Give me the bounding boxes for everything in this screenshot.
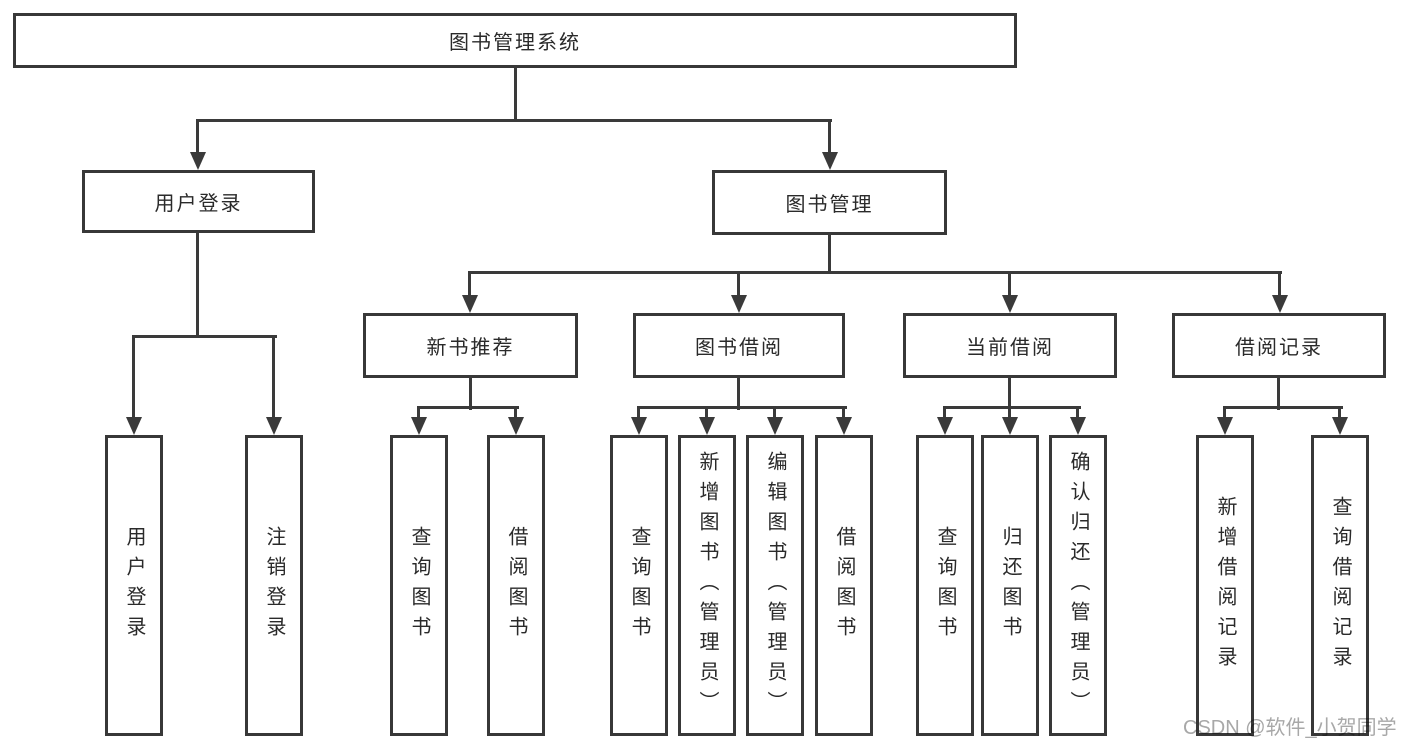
node-label: 图书借阅	[695, 337, 783, 359]
arrowhead-down-icon	[767, 417, 783, 435]
leaf-borrow-books: 借阅图书	[815, 435, 873, 736]
leaf-query-books: 查询图书	[390, 435, 448, 736]
arrowhead-down-icon	[631, 417, 647, 435]
leaf-query-borrow-record: 查询借阅记录	[1311, 435, 1369, 736]
node-label: 当前借阅	[966, 337, 1054, 359]
connector-line	[1223, 406, 1226, 421]
node-label: 图书管理	[785, 194, 874, 216]
arrowhead-down-icon	[1070, 417, 1086, 435]
leaf-edit-books-admin: 编辑图书（管理员）	[746, 435, 804, 736]
connector-line	[272, 335, 275, 421]
node-label: 新增图书（管理员）	[696, 450, 718, 721]
arrowhead-down-icon	[937, 417, 953, 435]
arrowhead-down-icon	[822, 152, 838, 170]
arrowhead-down-icon	[836, 417, 852, 435]
node-book-borrowing: 图书借阅	[633, 313, 845, 378]
node-new-book-recommendation: 新书推荐	[363, 313, 578, 378]
node-label: 查询图书	[408, 525, 430, 646]
connector-line	[1076, 406, 1079, 421]
node-label: 查询借阅记录	[1329, 495, 1351, 676]
leaf-borrow-books: 借阅图书	[487, 435, 545, 736]
connector-line	[943, 406, 946, 421]
connector-line	[514, 66, 517, 122]
connector-line	[196, 119, 832, 122]
node-label: 新书推荐	[426, 337, 515, 359]
connector-line	[637, 406, 847, 409]
arrowhead-down-icon	[462, 295, 478, 313]
arrowhead-down-icon	[699, 417, 715, 435]
connector-line	[132, 335, 277, 338]
connector-line	[417, 406, 519, 409]
connector-line	[132, 335, 135, 421]
node-label: 图书管理系统	[449, 32, 581, 54]
arrowhead-down-icon	[411, 417, 427, 435]
csdn-watermark: CSDN @软件_小贺同学	[1183, 717, 1397, 739]
connector-line	[842, 406, 845, 421]
connector-line	[1008, 271, 1011, 299]
node-label: 归还图书	[999, 525, 1021, 646]
leaf-user-login: 用户登录	[105, 435, 163, 736]
connector-line	[737, 271, 740, 299]
connector-line	[705, 406, 708, 421]
connector-line	[469, 377, 472, 410]
arrowhead-down-icon	[126, 417, 142, 435]
connector-line	[637, 406, 640, 421]
arrowhead-down-icon	[1332, 417, 1348, 435]
arrowhead-down-icon	[1002, 295, 1018, 313]
leaf-add-books-admin: 新增图书（管理员）	[678, 435, 736, 736]
node-borrowing-records: 借阅记录	[1172, 313, 1386, 378]
node-current-borrowing: 当前借阅	[903, 313, 1117, 378]
connector-line	[468, 271, 471, 299]
node-label: 编辑图书（管理员）	[764, 450, 786, 721]
leaf-query-books: 查询图书	[916, 435, 974, 736]
arrowhead-down-icon	[1002, 417, 1018, 435]
node-user-login: 用户登录	[82, 170, 315, 233]
node-label: 查询图书	[934, 525, 956, 646]
arrowhead-down-icon	[1217, 417, 1233, 435]
node-label: 借阅图书	[833, 525, 855, 646]
connector-line	[1278, 271, 1281, 299]
connector-line	[1008, 377, 1011, 410]
arrowhead-down-icon	[1272, 295, 1288, 313]
node-label: 用户登录	[154, 193, 243, 215]
arrowhead-down-icon	[731, 295, 747, 313]
connector-line	[773, 406, 776, 421]
node-label: 查询图书	[628, 525, 650, 646]
connector-line	[1008, 406, 1011, 421]
connector-line	[514, 406, 517, 421]
connector-line	[828, 233, 831, 274]
connector-line	[1338, 406, 1341, 421]
connector-line	[196, 119, 199, 155]
connector-line	[828, 119, 831, 155]
arrowhead-down-icon	[508, 417, 524, 435]
leaf-add-borrow-record: 新增借阅记录	[1196, 435, 1254, 736]
leaf-query-books: 查询图书	[610, 435, 668, 736]
node-library-management-system: 图书管理系统	[13, 13, 1017, 68]
connector-line	[196, 232, 199, 338]
node-label: 新增借阅记录	[1214, 495, 1236, 676]
leaf-return-books: 归还图书	[981, 435, 1039, 736]
connector-line	[417, 406, 420, 421]
node-book-management: 图书管理	[712, 170, 947, 235]
arrowhead-down-icon	[190, 152, 206, 170]
node-label: 借阅图书	[505, 525, 527, 646]
node-label: 确认归还（管理员）	[1067, 450, 1089, 721]
leaf-logout: 注销登录	[245, 435, 303, 736]
node-label: 借阅记录	[1235, 337, 1323, 359]
connector-line	[1223, 406, 1343, 409]
connector-line	[737, 377, 740, 410]
connector-line	[468, 271, 1282, 274]
connector-line	[943, 406, 1081, 409]
node-label: 用户登录	[123, 525, 145, 646]
node-label: 注销登录	[263, 525, 285, 646]
connector-line	[1277, 377, 1280, 410]
arrowhead-down-icon	[266, 417, 282, 435]
leaf-confirm-return-admin: 确认归还（管理员）	[1049, 435, 1107, 736]
